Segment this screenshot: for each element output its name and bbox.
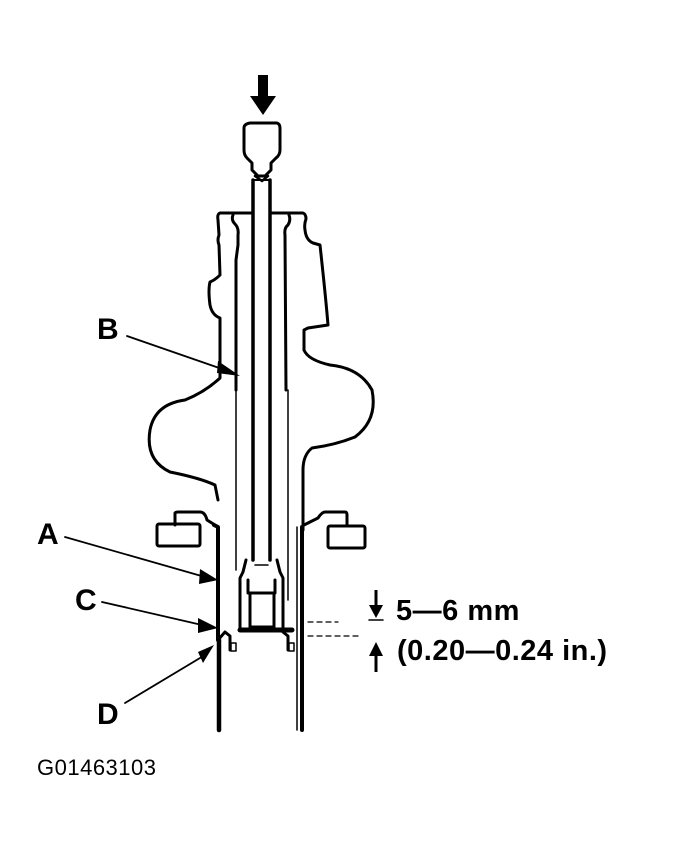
piston-rod [251, 178, 272, 562]
dust-boot [147, 348, 375, 532]
callout-b: B [97, 313, 119, 346]
callout-c: C [75, 584, 97, 617]
dimension-arrow-down-icon [368, 590, 384, 621]
upper-body-left [207, 211, 253, 392]
press-arrow-icon [250, 75, 276, 115]
callout-a: A [37, 518, 59, 551]
callout-d: D [97, 698, 119, 731]
lower-cylinder [216, 630, 295, 733]
bracket-left [155, 510, 220, 642]
figure-id: G01463103 [37, 755, 157, 780]
dimension-metric: 5—6 mm [396, 595, 520, 627]
dimension-imperial: (0.20—0.24 in.) [397, 635, 608, 667]
dimension-guides [307, 621, 361, 637]
inner-tube [235, 389, 289, 601]
dimension-arrow-up-icon [369, 642, 383, 672]
press-tool [242, 121, 282, 183]
bracket-right [296, 510, 367, 732]
piston-assembly [237, 558, 295, 633]
leader-lines [64, 335, 240, 704]
upper-body-right [270, 211, 330, 392]
